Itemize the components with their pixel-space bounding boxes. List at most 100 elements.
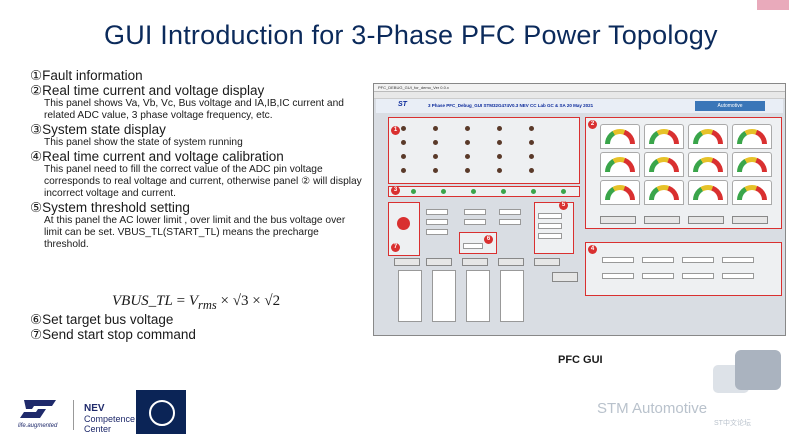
corner-accent xyxy=(757,0,789,10)
badge-3: 3 xyxy=(391,186,400,195)
calibration-input[interactable] xyxy=(426,209,448,215)
send-button[interactable] xyxy=(498,258,524,266)
calibration-input[interactable] xyxy=(499,219,521,225)
fault-led xyxy=(529,154,534,159)
calibration-input[interactable] xyxy=(602,257,634,263)
send-button[interactable] xyxy=(394,258,420,266)
stop-button[interactable] xyxy=(552,272,578,282)
send-button[interactable] xyxy=(534,258,560,266)
formula-v: V xyxy=(188,293,198,309)
item-2-heading: ②Real time current and voltage display xyxy=(30,83,265,98)
st-logo-subtitle: life.augmented xyxy=(18,423,58,429)
calibration-input[interactable] xyxy=(464,209,486,215)
threshold-input[interactable] xyxy=(538,223,562,229)
state-led xyxy=(441,189,446,194)
gui-button[interactable] xyxy=(600,216,636,224)
nev-line1: NEV xyxy=(84,403,105,414)
value-list[interactable] xyxy=(398,270,422,322)
item-6-heading: ⑥Set target bus voltage xyxy=(30,312,174,327)
value-list[interactable] xyxy=(500,270,524,322)
gui-button[interactable] xyxy=(644,216,680,224)
fault-led xyxy=(529,126,534,131)
watermark: STM Automotive xyxy=(597,400,708,417)
formula-mult: × √3 × √2 xyxy=(216,293,281,309)
nev-line2: Competence xyxy=(84,414,136,424)
calibration-input[interactable] xyxy=(722,273,754,279)
gauge xyxy=(732,124,772,149)
slide-title: GUI Introduction for 3-Phase PFC Power T… xyxy=(104,20,718,50)
start-stop-button[interactable] xyxy=(397,217,410,230)
fault-led xyxy=(497,126,502,131)
badge-5: 5 xyxy=(559,201,568,210)
fault-led xyxy=(465,126,470,131)
state-led xyxy=(471,189,476,194)
formula-sub: rms xyxy=(197,298,217,312)
gauge xyxy=(732,180,772,205)
fault-led xyxy=(529,140,534,145)
state-led xyxy=(411,189,416,194)
gui-caption: PFC GUI xyxy=(558,354,603,366)
chat-bubble-icon xyxy=(735,350,781,390)
state-led xyxy=(501,189,506,194)
calibration-input[interactable] xyxy=(722,257,754,263)
badge-6: 6 xyxy=(484,235,493,244)
gui-st-logo: ST xyxy=(398,101,407,108)
item-4-heading: ④Real time current and voltage calibrati… xyxy=(30,149,284,164)
threshold-input[interactable] xyxy=(538,233,562,239)
calibration-panel: 4 xyxy=(585,242,782,296)
formula-lhs: VBUS_TL xyxy=(112,293,173,309)
calibration-input[interactable] xyxy=(426,229,448,235)
send-button[interactable] xyxy=(462,258,488,266)
calibration-input[interactable] xyxy=(682,273,714,279)
gauge xyxy=(688,180,728,205)
st-logo-icon xyxy=(20,400,56,418)
value-list[interactable] xyxy=(466,270,490,322)
calibration-input[interactable] xyxy=(499,209,521,215)
send-button[interactable] xyxy=(426,258,452,266)
gauge-panel: 2 xyxy=(585,117,782,229)
fault-led xyxy=(401,140,406,145)
calibration-input[interactable] xyxy=(642,273,674,279)
gauge xyxy=(600,152,640,177)
bus-voltage-panel: 6 xyxy=(459,232,497,254)
fault-led xyxy=(433,126,438,131)
badge-1: 1 xyxy=(391,126,400,135)
calibration-input[interactable] xyxy=(602,273,634,279)
gui-button[interactable] xyxy=(688,216,724,224)
gauge xyxy=(600,180,640,205)
gauge xyxy=(688,124,728,149)
fault-led xyxy=(401,126,406,131)
gui-header: ST 3 Phase PFC_Debug_GUI STM32G474V0.3 N… xyxy=(376,99,783,113)
fault-panel: 1 xyxy=(388,117,580,184)
nev-line3: Center xyxy=(84,424,112,434)
value-list[interactable] xyxy=(432,270,456,322)
description-list: ①Fault information ②Real time current an… xyxy=(30,68,365,251)
description-list-tail: ⑥Set target bus voltage ⑦Send start stop… xyxy=(30,312,196,342)
fault-led xyxy=(433,168,438,173)
fault-led xyxy=(433,140,438,145)
calibration-input[interactable] xyxy=(426,219,448,225)
formula-eq: = xyxy=(172,293,189,309)
gui-button[interactable] xyxy=(732,216,768,224)
nev-logo-icon xyxy=(136,390,186,434)
gui-menu-bar xyxy=(374,92,785,99)
fault-led xyxy=(497,168,502,173)
state-panel: 3 xyxy=(388,186,580,197)
calibration-input[interactable] xyxy=(682,257,714,263)
calibration-input[interactable] xyxy=(464,219,486,225)
gui-automotive-banner: Automotive xyxy=(695,101,765,111)
fault-led xyxy=(497,140,502,145)
gui-window-title: PFC_DEBUG_GUI_for_demo_Ver 0.0.x xyxy=(374,84,785,92)
threshold-input[interactable] xyxy=(538,213,562,219)
fault-led xyxy=(433,154,438,159)
item-1-heading: ①Fault information xyxy=(30,68,143,83)
gui-header-info: 3 Phase PFC_Debug_GUI STM32G474V0.3 NEV … xyxy=(428,103,594,108)
bus-voltage-input[interactable] xyxy=(463,243,483,249)
fault-led xyxy=(401,168,406,173)
badge-4: 4 xyxy=(588,245,597,254)
nev-label: NEV Competence Center xyxy=(84,403,135,434)
gauge xyxy=(644,124,684,149)
fault-led xyxy=(465,168,470,173)
calibration-input[interactable] xyxy=(642,257,674,263)
fault-led xyxy=(401,154,406,159)
